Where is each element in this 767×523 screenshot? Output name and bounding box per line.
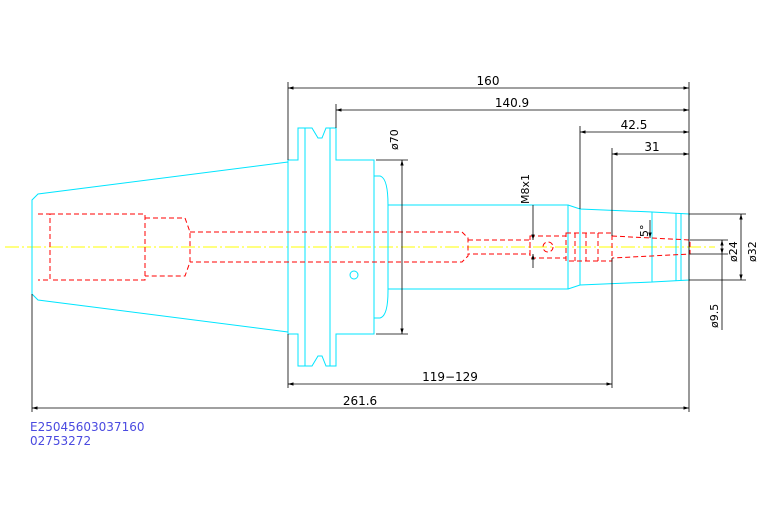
part-code-1: E25045603037160 xyxy=(30,420,144,434)
dim-angle: 5° xyxy=(638,225,651,238)
flange xyxy=(287,127,375,367)
nose xyxy=(567,204,653,290)
dimension-lines xyxy=(31,82,746,412)
dim-160: 160 xyxy=(477,74,500,88)
dim-diameter-24: ø24 xyxy=(727,241,740,262)
taper-shank xyxy=(31,161,289,333)
dim-140-9: 140.9 xyxy=(495,96,529,110)
drive-hole xyxy=(349,270,359,280)
dim-261-6: 261.6 xyxy=(343,394,377,408)
tool-holder-outline xyxy=(31,127,690,367)
dim-42-5: 42.5 xyxy=(621,118,648,132)
body xyxy=(388,204,569,290)
dim-diameter-32: ø32 xyxy=(746,241,759,262)
hidden-lines xyxy=(38,213,691,281)
dim-diameter-9-5: ø9.5 xyxy=(708,304,721,328)
dim-31: 31 xyxy=(644,140,659,154)
dim-diameter-70: ø70 xyxy=(388,129,401,150)
dim-119-129: 119−129 xyxy=(422,370,478,384)
part-code-2: 02753272 xyxy=(30,434,91,448)
dim-thread: M8x1 xyxy=(519,174,532,204)
